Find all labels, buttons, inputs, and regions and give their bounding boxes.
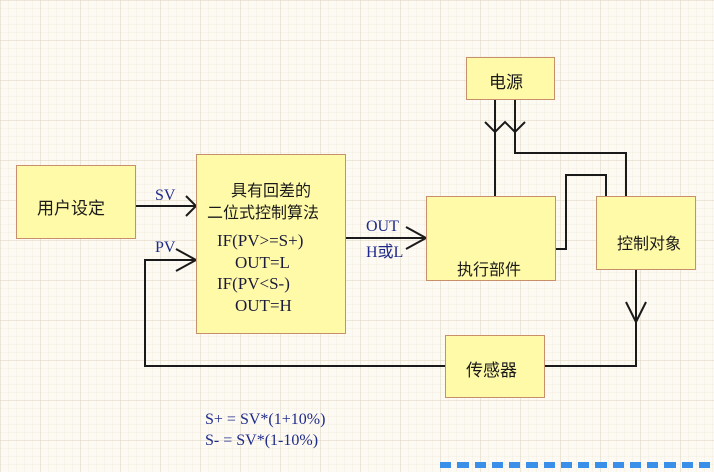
- controlled-object-label: 控制对象: [617, 234, 682, 253]
- sensor-block: 传感器: [445, 335, 545, 398]
- object-down-arrowhead: [625, 301, 647, 325]
- sv-signal-label: SV: [155, 187, 176, 204]
- user-setting-label: 用户设定: [37, 199, 105, 219]
- user-setting-block: 用户设定: [16, 165, 136, 239]
- power-line-2: [514, 100, 627, 196]
- algorithm-code-line-4: OUT=H: [235, 296, 292, 315]
- actuator-label: 执行部件: [457, 260, 522, 279]
- out-value-label: H或L: [366, 244, 404, 261]
- power-arrowheads: [484, 120, 526, 134]
- controlled-object-block: 控制对象: [596, 196, 696, 270]
- formula-s-minus: S- = SV*(1-10%): [205, 432, 319, 449]
- sensor-label: 传感器: [466, 361, 517, 381]
- pv-feedback-wire: [545, 300, 637, 367]
- algorithm-title-line-2: 二位式控制算法: [207, 203, 320, 222]
- sensor-to-pv-wire: [144, 259, 445, 367]
- algorithm-block: 具有回差的 二位式控制算法 IF(PV>=S+) OUT=L IF(PV<S-)…: [196, 154, 346, 334]
- out-signal-label: OUT: [366, 218, 399, 235]
- power-label: 电源: [489, 73, 523, 93]
- pv-signal-label: PV: [155, 239, 176, 256]
- algorithm-title-line-1: 具有回差的: [231, 181, 312, 200]
- power-block: 电源: [466, 57, 555, 100]
- actuator-block: 执行部件: [426, 196, 556, 281]
- algorithm-code-line-1: IF(PV>=S+): [217, 231, 304, 250]
- algorithm-code-line-2: OUT=L: [235, 253, 290, 272]
- algorithm-code-line-3: IF(PV<S-): [217, 274, 290, 293]
- formula-s-plus: S+ = SV*(1+10%): [205, 411, 326, 428]
- loading-indicator: [440, 462, 710, 468]
